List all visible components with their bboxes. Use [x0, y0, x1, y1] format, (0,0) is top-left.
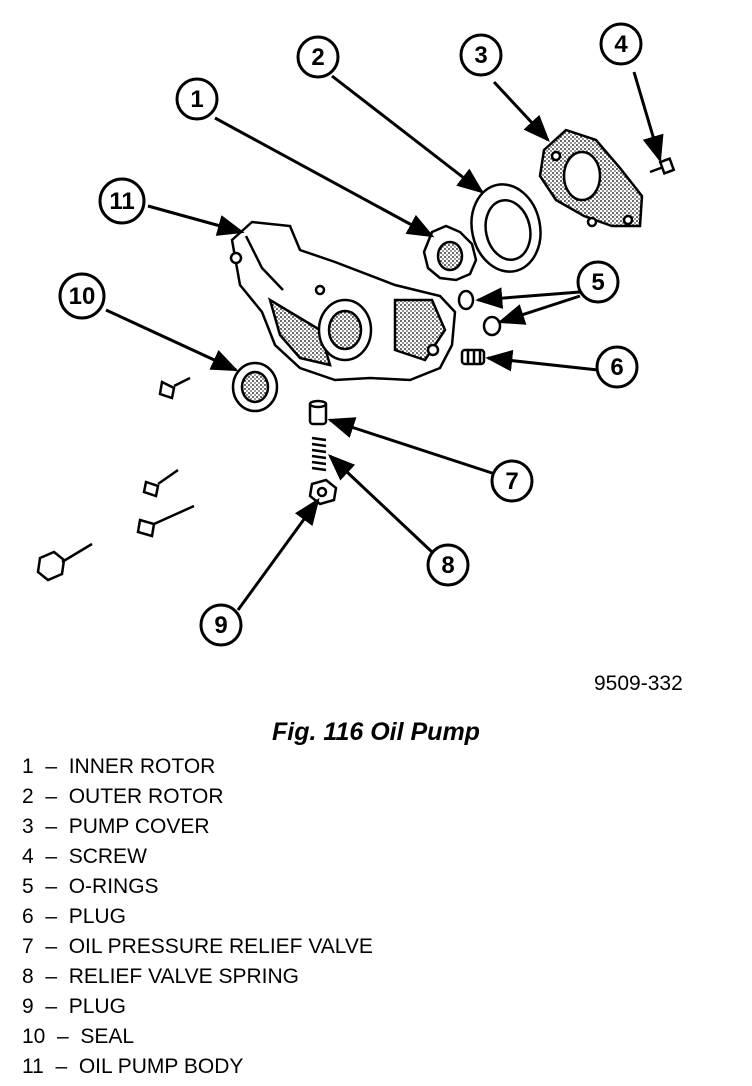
legend-text: PLUG [68, 995, 126, 1018]
legend-text: RELIEF VALVE SPRING [68, 965, 300, 988]
legend-number: 5 [22, 875, 34, 898]
o-rings [457, 289, 502, 337]
legend-item: 5 – O-RINGS [22, 874, 373, 904]
callout-3: 3 [459, 33, 503, 77]
legend-number: 9 [22, 995, 34, 1018]
legend-separator: – [45, 815, 58, 838]
legend-item: 6 – PLUG [22, 904, 373, 934]
legend-separator: – [45, 755, 58, 778]
callout-8-number: 8 [441, 552, 454, 579]
callout-4: 4 [599, 22, 643, 66]
legend-separator: – [45, 875, 58, 898]
legend-item: 3 – PUMP COVER [22, 814, 373, 844]
legend-item: 4 – SCREW [22, 844, 373, 874]
legend-number: 6 [22, 905, 34, 928]
inner-rotor [422, 224, 478, 282]
plug-9 [308, 478, 338, 506]
callout-9-number: 9 [214, 612, 227, 639]
legend-number: 4 [22, 845, 34, 868]
callout-2-number: 2 [311, 44, 324, 71]
legend-separator: – [45, 965, 58, 988]
callout-11-number: 11 [109, 188, 134, 215]
legend-number: 10 [22, 1025, 46, 1048]
callout-10: 10 [58, 272, 106, 320]
legend-item: 7 – OIL PRESSURE RELIEF VALVE [22, 934, 373, 964]
outer-rotor [470, 183, 542, 273]
legend-text: OUTER ROTOR [68, 785, 224, 808]
callout-7-number: 7 [505, 468, 518, 495]
legend-separator: – [45, 935, 58, 958]
callout-10-number: 10 [69, 283, 96, 310]
callout-8: 8 [426, 543, 470, 587]
plug-6 [460, 348, 486, 366]
legend-item: 9 – PLUG [22, 994, 373, 1024]
seal [231, 361, 279, 413]
legend-item: 1 – INNER ROTOR [22, 754, 373, 784]
callout-9: 9 [199, 603, 243, 647]
legend-number: 7 [22, 935, 34, 958]
pump-cover [538, 128, 644, 228]
legend-text: PLUG [68, 905, 126, 928]
legend-text: O-RINGS [68, 875, 159, 898]
callout-6: 6 [595, 345, 639, 389]
callout-5-number: 5 [591, 269, 604, 296]
oil-pump-exploded-diagram: 1 2 3 4 5 6 7 8 9 10 11 [36, 22, 676, 647]
legend-text: SCREW [68, 845, 147, 868]
legend-number: 3 [22, 815, 34, 838]
oil-pump-body [229, 220, 457, 382]
legend-separator: – [45, 905, 58, 928]
callout-4-number: 4 [614, 31, 628, 58]
relief-valve [308, 399, 328, 426]
callout-7: 7 [490, 459, 534, 503]
legend-text: PUMP COVER [68, 815, 210, 838]
legend-item: 10 – SEAL [22, 1024, 373, 1054]
relief-valve-spring [311, 436, 327, 472]
legend-number: 8 [22, 965, 34, 988]
legend-separator: – [45, 845, 58, 868]
legend-item: 2 – OUTER ROTOR [22, 784, 373, 814]
legend-text: OIL PRESSURE RELIEF VALVE [68, 935, 373, 958]
legend-text: INNER ROTOR [68, 755, 216, 778]
legend-separator: – [45, 785, 58, 808]
parts-legend: 1 – INNER ROTOR 2 – OUTER ROTOR 3 – PUMP… [22, 754, 373, 1084]
callout-11: 11 [98, 177, 146, 225]
legend-separator: – [55, 1055, 68, 1078]
legend-item: 11 – OIL PUMP BODY [22, 1054, 373, 1084]
legend-number: 1 [22, 755, 34, 778]
legend-number: 2 [22, 785, 34, 808]
leader-lines [105, 71, 664, 611]
callout-2: 2 [296, 35, 340, 79]
legend-separator: – [45, 995, 58, 1018]
callout-5: 5 [576, 260, 620, 304]
callout-1: 1 [175, 77, 219, 121]
legend-separator: – [57, 1025, 69, 1048]
mounting-bolts [36, 376, 195, 582]
legend-item: 8 – RELIEF VALVE SPRING [22, 964, 373, 994]
callout-3-number: 3 [474, 42, 487, 69]
cover-screw [649, 157, 676, 175]
drawing-number: 9509-332 [594, 672, 683, 695]
figure-caption: Fig. 116 Oil Pump [272, 718, 480, 746]
legend-text: SEAL [80, 1025, 135, 1048]
callout-1-number: 1 [190, 86, 203, 113]
legend-number: 11 [22, 1055, 44, 1078]
callout-6-number: 6 [610, 354, 623, 381]
legend-text: OIL PUMP BODY [78, 1055, 244, 1078]
